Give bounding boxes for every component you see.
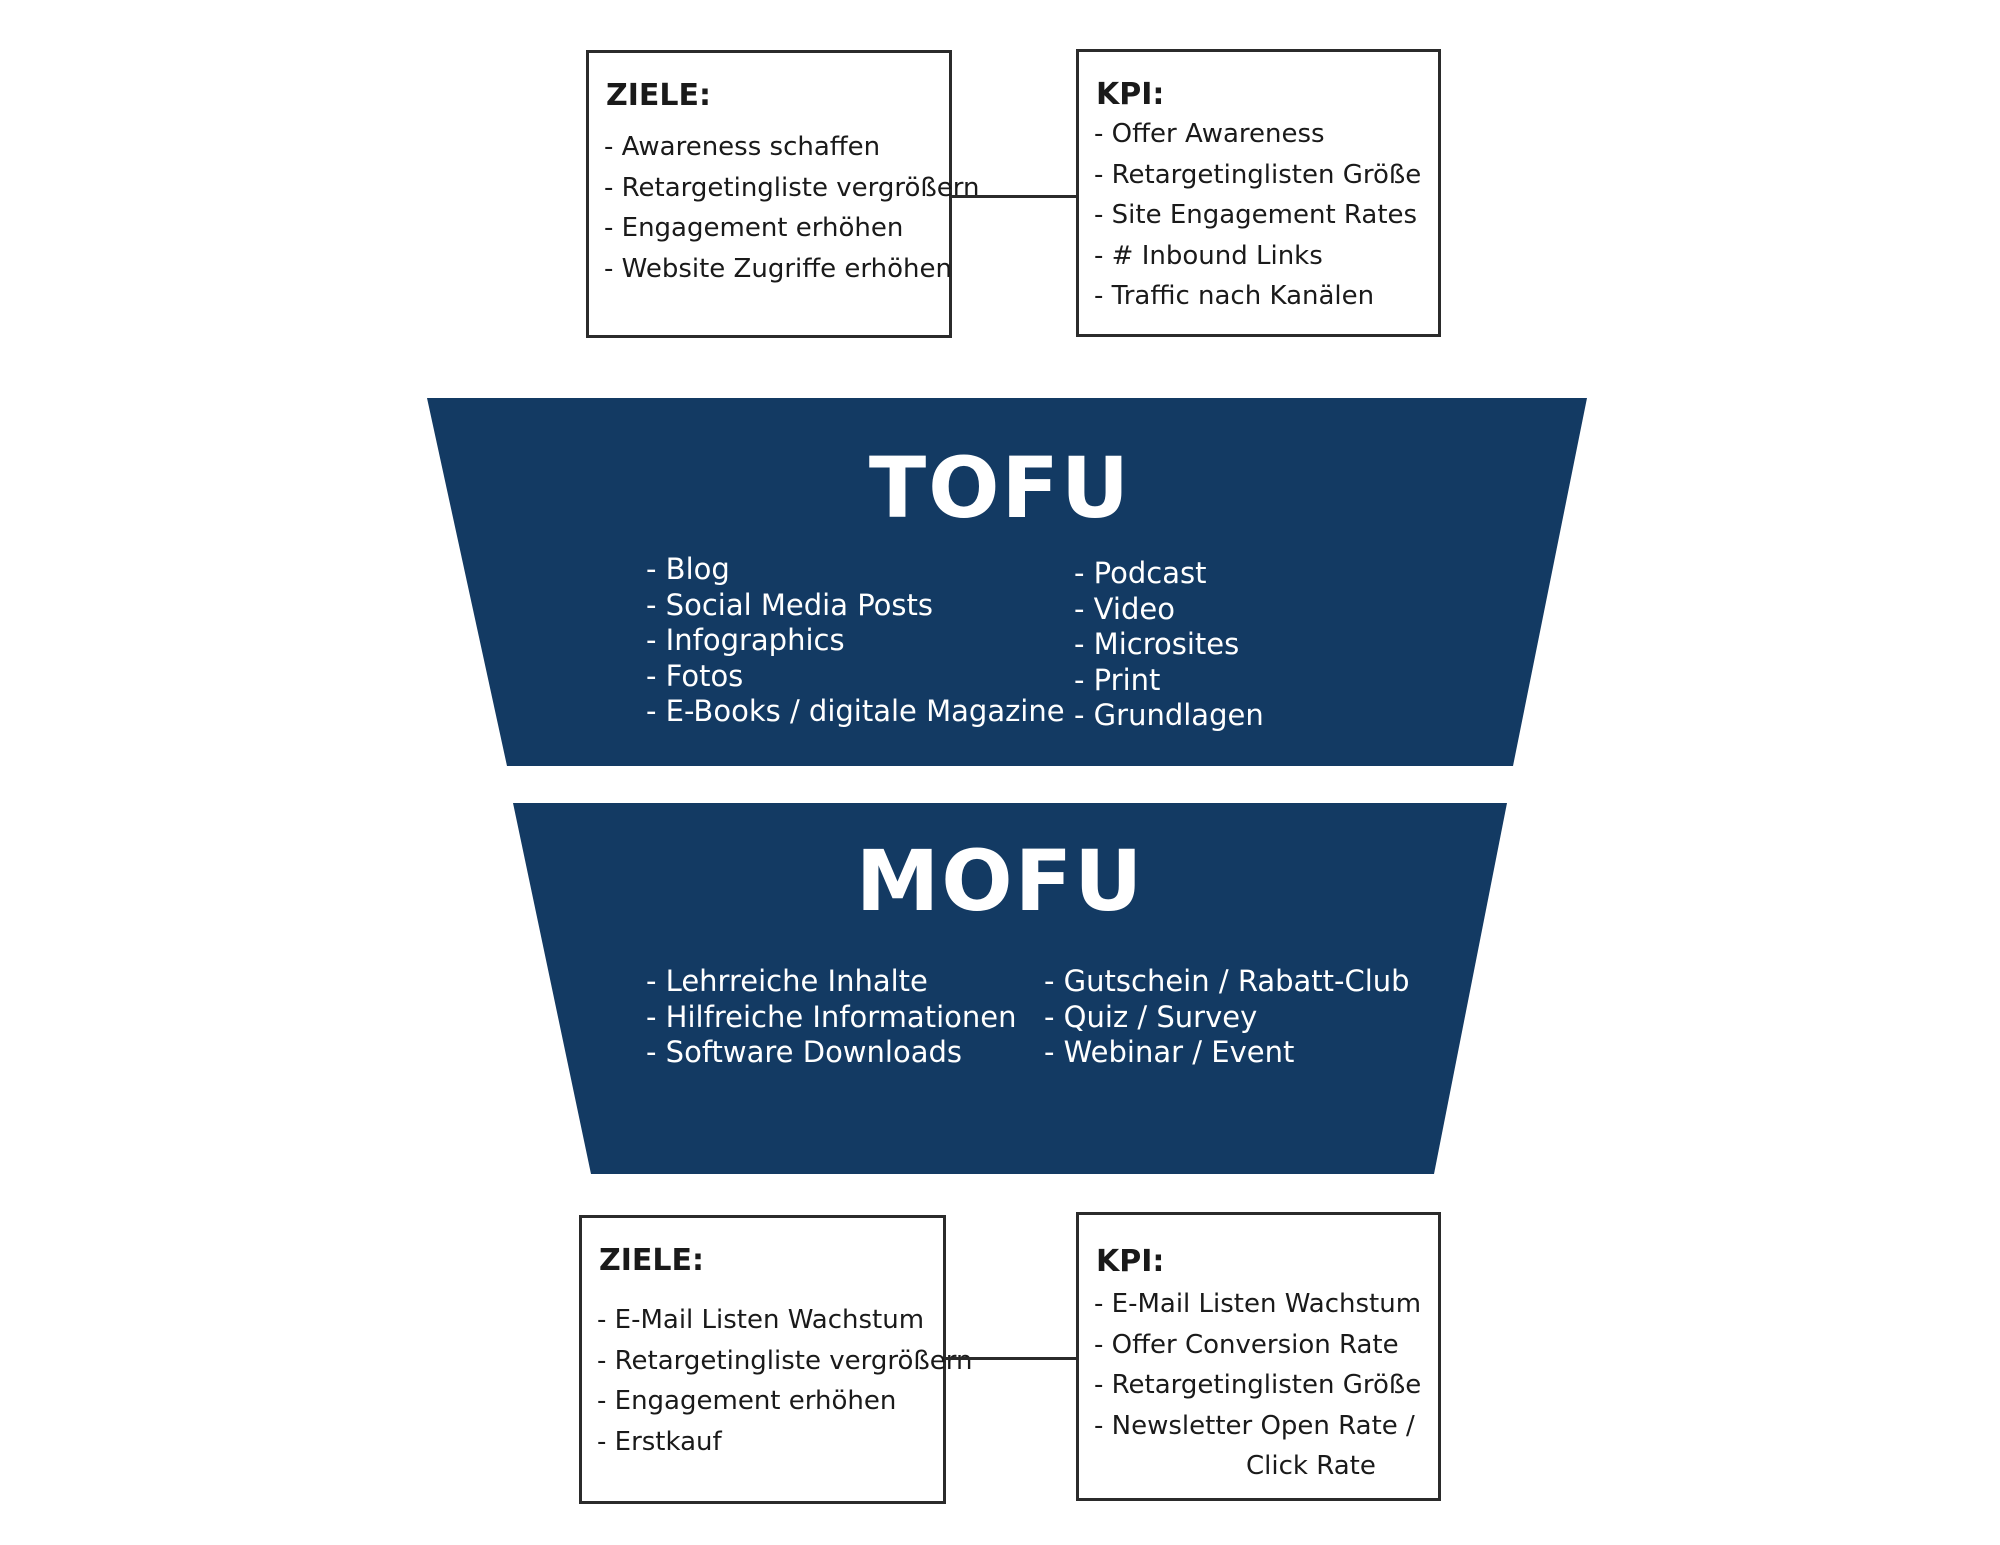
top-connector-line xyxy=(952,195,1078,198)
list-item: - Microsites xyxy=(1074,627,1240,661)
bottom-kpi-list: - E-Mail Listen Wachstum - Offer Convers… xyxy=(1094,1284,1421,1487)
bottom-kpi-title: KPI: xyxy=(1096,1244,1165,1279)
list-item: - Video xyxy=(1074,591,1175,626)
list-item: - Retargetingliste vergrößern xyxy=(597,1345,973,1376)
list-item: - Awareness schaffen xyxy=(604,132,881,162)
top-kpi-box: KPI: - Offer Awareness - Retargetinglist… xyxy=(1076,49,1441,337)
list-item: - Offer Awareness xyxy=(1094,119,1325,149)
list-item: - Gutschein / Rabatt-Club xyxy=(1044,964,1410,998)
list-item: - Fotos xyxy=(646,658,744,693)
top-goals-box: ZIELE: - Awareness schaffen - Retargetin… xyxy=(586,50,979,338)
bottom-goals-box: ZIELE: - E-Mail Listen Wachstum - Retarg… xyxy=(579,1215,972,1504)
mofu-list-right: - Gutschein / Rabatt-Club - Quiz / Surve… xyxy=(1044,964,1410,1071)
list-item: - Podcast xyxy=(1074,556,1207,590)
list-item: - Hilfreiche Informationen xyxy=(646,999,1017,1034)
list-item: - Traffic nach Kanälen xyxy=(1094,281,1375,311)
list-item: - Retargetinglisten Größe xyxy=(1094,1370,1422,1400)
list-item: - Engagement erhöhen xyxy=(604,213,904,243)
bottom-goals-title: ZIELE: xyxy=(599,1243,705,1278)
tofu-list-left: - Blog - Social Media Posts - Infographi… xyxy=(646,552,1065,730)
list-item: - Infographics xyxy=(646,623,845,657)
list-item: - Retargetinglisten Größe xyxy=(1094,159,1422,190)
list-item: - Retargetingliste vergrößern xyxy=(604,172,980,203)
list-item: - Lehrreiche Inhalte xyxy=(646,964,928,998)
list-item: - Blog xyxy=(646,552,730,586)
list-item: - Engagement erhöhen xyxy=(597,1386,897,1416)
list-item: - Print xyxy=(1074,662,1161,697)
list-item: - Offer Conversion Rate xyxy=(1094,1329,1399,1360)
list-item: - Erstkauf xyxy=(597,1426,722,1457)
list-item: - Social Media Posts xyxy=(646,587,933,622)
top-kpi-title: KPI: xyxy=(1096,77,1165,112)
list-item-continuation: Click Rate xyxy=(1246,1451,1376,1481)
bottom-connector-line xyxy=(946,1357,1078,1360)
list-item: - Software Downloads xyxy=(646,1035,962,1069)
list-item: - Newsletter Open Rate / xyxy=(1094,1410,1415,1441)
tofu-trapezoid xyxy=(427,398,1587,766)
tofu-list-right: - Podcast - Video - Microsites - Print -… xyxy=(1074,556,1264,734)
list-item: - Quiz / Survey xyxy=(1044,999,1258,1034)
list-item: - Website Zugriffe erhöhen xyxy=(604,253,953,284)
list-item: - Webinar / Event xyxy=(1044,1035,1295,1069)
top-goals-list: - Awareness schaffen - Retargetingliste … xyxy=(604,127,979,289)
list-item: - E-Books / digitale Magazine xyxy=(646,694,1065,728)
tofu-title: TOFU xyxy=(868,439,1132,537)
list-item: - Grundlagen xyxy=(1074,698,1264,732)
list-item: - E-Mail Listen Wachstum xyxy=(1094,1289,1422,1319)
mofu-title: MOFU xyxy=(855,832,1145,930)
top-kpi-list: - Offer Awareness - Retargetinglisten Gr… xyxy=(1094,114,1421,317)
mofu-trapezoid xyxy=(513,803,1507,1174)
top-goals-title: ZIELE: xyxy=(606,78,712,113)
bottom-kpi-box: KPI: - E-Mail Listen Wachstum - Offer Co… xyxy=(1076,1212,1441,1501)
mofu-list-left: - Lehrreiche Inhalte - Hilfreiche Inform… xyxy=(646,964,1016,1071)
list-item: - E-Mail Listen Wachstum xyxy=(597,1305,925,1335)
bottom-goals-list: - E-Mail Listen Wachstum - Retargetingli… xyxy=(597,1300,972,1462)
list-item: - # Inbound Links xyxy=(1094,240,1323,271)
list-item: - Site Engagement Rates xyxy=(1094,200,1418,230)
